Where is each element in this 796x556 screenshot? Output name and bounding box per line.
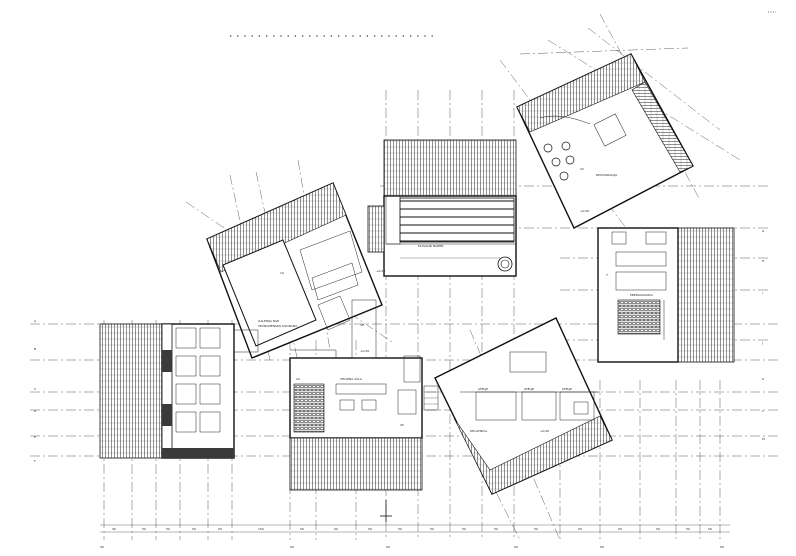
svg-text:H: H bbox=[762, 259, 764, 263]
svg-text:RESTAVRACIJA: RESTAVRACIJA bbox=[596, 173, 618, 177]
svg-text:ATELJE: ATELJE bbox=[562, 387, 572, 391]
svg-text:+0.00: +0.00 bbox=[580, 209, 589, 213]
north-mark bbox=[380, 500, 392, 522]
svg-text:22: 22 bbox=[580, 167, 584, 171]
svg-text:G: G bbox=[762, 229, 765, 233]
svg-text:+0.00: +0.00 bbox=[540, 429, 549, 433]
svg-text:7: 7 bbox=[606, 273, 608, 277]
east-block: 7 PREDAVALNICA bbox=[597, 227, 735, 363]
svg-text:A: A bbox=[34, 319, 37, 323]
svg-text:50: 50 bbox=[166, 527, 170, 531]
svg-text:F: F bbox=[34, 459, 36, 463]
svg-text:14: 14 bbox=[280, 271, 284, 275]
svg-text:50: 50 bbox=[600, 545, 604, 549]
right-axis-labels: G H I J K L M bbox=[761, 229, 765, 441]
svg-text:C: C bbox=[34, 387, 36, 391]
svg-text:50: 50 bbox=[494, 527, 498, 531]
rotated-volume-right: RESTAVRACIJA 22 +0.00 bbox=[516, 53, 694, 229]
svg-text:100: 100 bbox=[258, 527, 264, 531]
svg-text:DELAVNICA: DELAVNICA bbox=[470, 429, 488, 433]
svg-text:50: 50 bbox=[368, 527, 372, 531]
svg-text:+0.00: +0.00 bbox=[376, 269, 385, 273]
svg-text:50: 50 bbox=[386, 545, 390, 549]
svg-text:50: 50 bbox=[290, 545, 294, 549]
stair-link bbox=[423, 385, 439, 411]
rotated-volume-left: 14 GALERIJA NAD VEČNAMENSKO DVORANO bbox=[206, 182, 383, 359]
svg-text:ATELJE: ATELJE bbox=[524, 387, 534, 391]
svg-text:50: 50 bbox=[514, 545, 518, 549]
rotated-volume-bottom: ATELJE ATELJE ATELJE DELAVNICA +0.00 bbox=[434, 317, 613, 495]
svg-text:E: E bbox=[34, 435, 36, 439]
svg-text:50: 50 bbox=[398, 527, 402, 531]
svg-text:50: 50 bbox=[720, 545, 724, 549]
svg-text:D: D bbox=[34, 409, 37, 413]
svg-text:50: 50 bbox=[656, 527, 660, 531]
svg-text:PLAVALNI BAZEN: PLAVALNI BAZEN bbox=[418, 244, 443, 248]
svg-text:M: M bbox=[762, 437, 765, 441]
svg-text:50: 50 bbox=[578, 527, 582, 531]
svg-text:+0.00: +0.00 bbox=[360, 349, 369, 353]
svg-text:60: 60 bbox=[334, 527, 338, 531]
svg-text:50: 50 bbox=[142, 527, 146, 531]
svg-text:B: B bbox=[34, 347, 36, 351]
svg-text:VEČNAMENSKO DVORANO: VEČNAMENSKO DVORANO bbox=[258, 323, 298, 328]
svg-text:PREDAVALNICA: PREDAVALNICA bbox=[630, 293, 654, 297]
central-block: 24 VHODNA AVLA 25 bbox=[289, 349, 423, 491]
connector-block: 18 +0.00 bbox=[351, 299, 377, 359]
svg-text:K: K bbox=[762, 377, 765, 381]
svg-text:50: 50 bbox=[192, 527, 196, 531]
svg-text:50: 50 bbox=[300, 527, 304, 531]
left-axis-labels: A B C D E F bbox=[34, 319, 37, 463]
svg-text:ATELJE: ATELJE bbox=[478, 387, 488, 391]
svg-text:30: 30 bbox=[100, 545, 104, 549]
svg-text:30: 30 bbox=[112, 527, 116, 531]
svg-text:50: 50 bbox=[708, 527, 712, 531]
svg-text:24: 24 bbox=[296, 377, 300, 381]
svg-text:50: 50 bbox=[618, 527, 622, 531]
svg-text:VHODNA AVLA: VHODNA AVLA bbox=[340, 377, 363, 381]
svg-text:J: J bbox=[761, 341, 763, 345]
svg-text:GALERIJA NAD: GALERIJA NAD bbox=[258, 319, 280, 323]
pool-building: PLAVALNI BAZEN +0.00 bbox=[367, 139, 517, 277]
west-block bbox=[99, 323, 259, 459]
svg-text:50: 50 bbox=[534, 527, 538, 531]
bottom-dimension-chain: 30 50 50 50 50 100 50 60 50 50 50 50 50 … bbox=[100, 524, 730, 549]
svg-text:50: 50 bbox=[462, 527, 466, 531]
svg-text:50: 50 bbox=[218, 527, 222, 531]
svg-text:50: 50 bbox=[430, 527, 434, 531]
svg-text:I: I bbox=[762, 291, 763, 295]
svg-text:25: 25 bbox=[400, 423, 404, 427]
svg-text:50: 50 bbox=[686, 527, 690, 531]
svg-text:L: L bbox=[762, 409, 764, 413]
svg-text:18: 18 bbox=[360, 323, 364, 327]
